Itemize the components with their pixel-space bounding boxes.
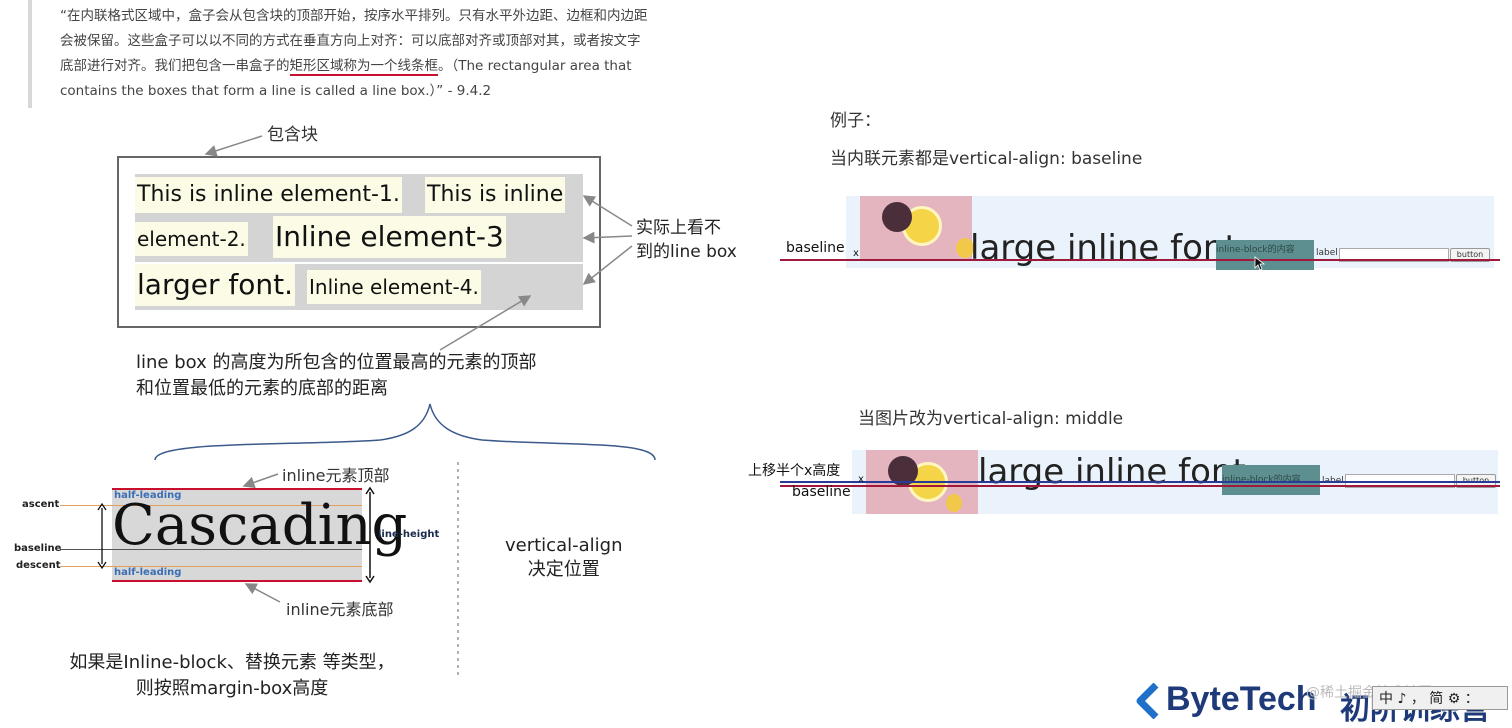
label-text-1: label (1316, 248, 1338, 258)
x-label-1: x (853, 248, 859, 259)
inline-block-2: inline-block的内容 (1222, 465, 1320, 495)
lemon-edge-icon (956, 238, 974, 258)
va-line-1: vertical-align (505, 535, 623, 556)
lemon-edge-icon-2 (946, 494, 962, 512)
brand-name: ByteTech (1166, 680, 1317, 718)
containing-block-label: 包含块 (267, 125, 318, 145)
descent-line (60, 566, 362, 567)
note-line-1: 如果是Inline-block、替换元素 等类型， (69, 652, 395, 673)
ascent-label: ascent (22, 499, 60, 510)
arrow-inline-bottom (244, 583, 281, 603)
arrow-containing-block (204, 135, 263, 157)
brace-shape (154, 403, 656, 461)
inline-element-2b: element-2. (135, 222, 248, 256)
top-red-line (112, 488, 362, 490)
inline-element-4: Inline element-4. (307, 270, 481, 304)
line-box-3: larger font. Inline element-4. (135, 264, 583, 310)
line-box-height-desc: line box 的高度为所包含的位置最高的元素的顶部 和位置最低的元素的底部的… (136, 350, 536, 402)
line-height-label: line-height (378, 529, 440, 540)
quote-line-3: 底部进行对齐。我们把包含一串盒子的矩形区域称为一个线条框。（The rectan… (60, 54, 718, 79)
quote-line-3-pre: 底部进行对齐。我们把包含一串盒子的 (60, 58, 290, 74)
cascading-word: Cascading (112, 493, 408, 558)
invisible-line-2: 到的line box (636, 242, 737, 262)
desc-line-2: 和位置最低的元素的底部的距离 (136, 378, 388, 399)
half-leading-top: half-leading (114, 490, 182, 501)
quote-line-2: 会被保留。这些盒子可以以不同的方式在垂直方向上对齐：可以底部对齐或顶部对其，或者… (60, 33, 641, 49)
bottom-red-line (112, 580, 362, 582)
desc-line-1: line box 的高度为所包含的位置最高的元素的顶部 (136, 352, 537, 373)
large-inline-font-2: large inline font (978, 452, 1246, 492)
invisible-line-1: 实际上看不 (636, 218, 721, 238)
baseline-rule-2 (780, 485, 1500, 487)
inline-element-2a: This is inline (425, 177, 566, 213)
quote-highlight: 矩形区域称为一个线条框 (289, 58, 438, 76)
fruit-half-icon (882, 202, 912, 232)
demo-button-1[interactable]: button (1450, 248, 1490, 262)
descent-label: descent (16, 560, 61, 571)
half-leading-bottom: half-leading (114, 567, 182, 578)
arrow-line-box-1 (582, 195, 633, 227)
example-case-1: 当内联元素都是vertical-align: baseline (830, 149, 1143, 169)
baseline-label-2: baseline (792, 484, 851, 500)
x-label-2: x (858, 474, 864, 485)
spec-quote: “在内联格式区域中，盒子会从包含块的顶部开始，按序水平排列。只有水平外边距、边框… (28, 0, 718, 108)
demo-baseline: large inline font inline-block的内容 label … (846, 196, 1494, 270)
va-line-2: 决定位置 (527, 559, 600, 580)
shift-half-x-label: 上移半个x高度 (748, 463, 841, 479)
quote-line-4: contains the boxes that form a line is c… (60, 83, 492, 99)
inline-bottom-label: inline元素底部 (286, 600, 394, 619)
baseline-line (60, 549, 362, 550)
inline-element-3b: larger font. (135, 264, 295, 306)
invisible-line-box-label: 实际上看不 到的line box (636, 216, 737, 264)
shifted-rule (780, 481, 1500, 483)
quote-line-3-post: 。（The rectangular area that (438, 58, 632, 74)
example-case-2: 当图片改为vertical-align: middle (858, 409, 1124, 429)
inline-block-1: inline-block的内容 (1216, 240, 1314, 270)
arrow-line-box-3 (582, 245, 633, 285)
arrow-inline-top (242, 473, 279, 489)
quote-line-1: “在内联格式区域中，盒子会从包含块的顶部开始，按序水平排列。只有水平外边距、边框… (60, 8, 648, 24)
baseline-label-1: baseline (786, 240, 845, 256)
vertical-align-note: vertical-align 决定位置 (505, 534, 622, 582)
bytetech-logo-icon (1136, 683, 1159, 719)
ime-toolbar[interactable]: 中 ♪ ， 简 ⚙ ： (1372, 686, 1508, 710)
arrow-desc (439, 295, 532, 351)
ascent-line (60, 505, 362, 506)
lemon-image-1 (860, 196, 972, 260)
inline-element-1: This is inline element-1. (135, 177, 402, 213)
examples-heading: 例子： (830, 111, 881, 131)
note-line-2: 则按照margin-box高度 (135, 678, 329, 699)
baseline-label-metric: baseline (14, 543, 62, 554)
mouse-cursor-icon (1254, 256, 1266, 271)
inline-top-label: inline元素顶部 (282, 466, 390, 485)
line-box-2: element-2. Inline element-3 (135, 216, 583, 262)
baseline-rule-1 (780, 259, 1500, 261)
inline-element-3a: Inline element-3 (273, 216, 506, 258)
line-box-1: This is inline element-1. This is inline (135, 174, 583, 220)
inline-block-note: 如果是Inline-block、替换元素 等类型， 则按照margin-box高… (52, 650, 412, 702)
ascent-descent-arrow (97, 502, 107, 570)
arrow-line-box-2 (582, 231, 633, 244)
containing-block-box: This is inline element-1. This is inline… (117, 156, 601, 328)
line-height-arrow (365, 486, 375, 584)
text-input-1[interactable] (1339, 248, 1449, 262)
